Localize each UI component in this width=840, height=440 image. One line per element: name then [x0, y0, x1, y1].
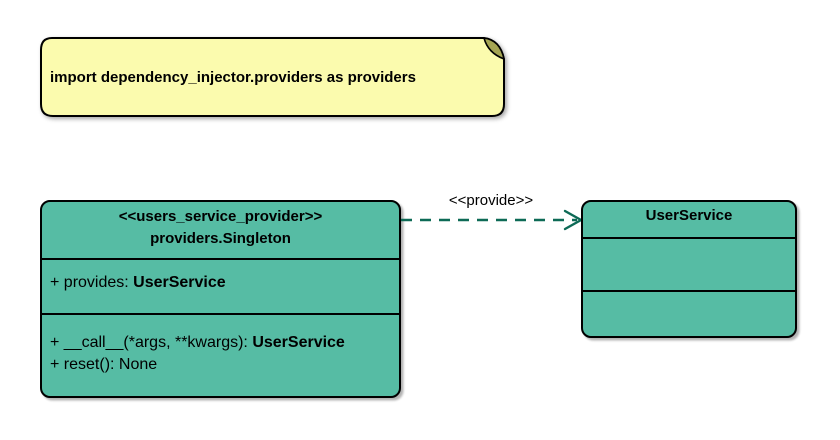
method-reset: + reset(): None — [42, 354, 399, 376]
note-shape — [40, 37, 505, 117]
note-text: import dependency_injector.providers as … — [50, 68, 416, 86]
class-methods-section — [583, 290, 795, 336]
class-name: providers.Singleton — [150, 230, 291, 247]
note-fold-icon — [483, 37, 505, 60]
class-box-userservice: UserService — [581, 200, 797, 338]
class-header: <<users_service_provider>> providers.Sin… — [42, 202, 399, 258]
note-import-statement: import dependency_injector.providers as … — [40, 37, 505, 117]
class-attributes-section: + provides: UserService — [42, 258, 399, 313]
class-methods-section: + __call__(*args, **kwargs): UserService… — [42, 313, 399, 396]
class-stereotype: <<users_service_provider>> — [118, 208, 323, 225]
class-name: UserService — [645, 207, 733, 224]
attribute-type: UserService — [133, 274, 226, 291]
method-return-type: UserService — [252, 334, 345, 351]
method-text: + reset(): None — [50, 356, 158, 373]
method-text: + __call__(*args, **kwargs): — [50, 334, 253, 351]
class-header: UserService — [583, 202, 795, 237]
method-call: + __call__(*args, **kwargs): UserService — [42, 332, 399, 354]
attribute-text: + provides: — [50, 274, 134, 291]
attribute-provides: + provides: UserService — [42, 272, 399, 294]
class-attributes-section — [583, 237, 795, 290]
class-box-providers-singleton: <<users_service_provider>> providers.Sin… — [40, 200, 401, 398]
arrow-label-provide: <<provide>> — [448, 192, 534, 209]
